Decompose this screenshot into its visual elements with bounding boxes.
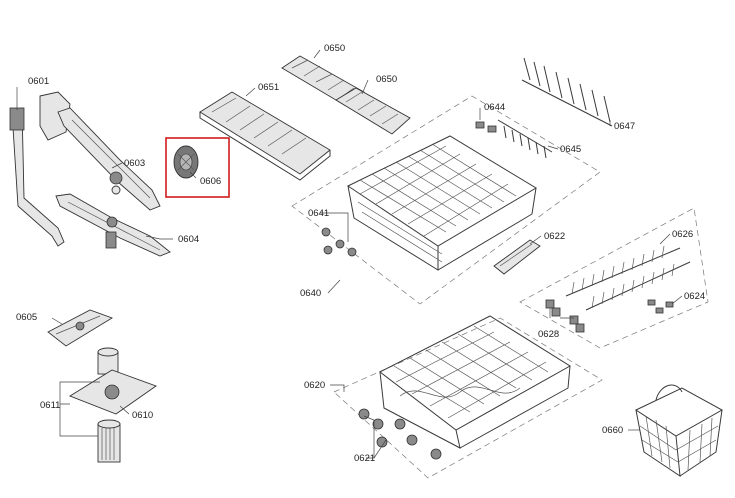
spray-arm-assembly[interactable] [9,91,171,257]
upper-rack-group-outline [291,95,601,305]
label-0604: 0604 [178,234,199,245]
label-0650-second: 0650 [376,74,397,85]
label-0606: 0606 [200,176,221,187]
label-0611: 0611 [40,400,60,411]
label-0622: 0622 [544,231,565,242]
lower-rack-basket[interactable] [379,315,571,449]
tine-row-part[interactable] [497,119,553,159]
label-0603: 0603 [124,158,145,169]
label-0624: 0624 [684,291,705,302]
label-0651: 0651 [258,82,279,93]
small-clips-part[interactable] [647,299,674,314]
clip-part[interactable] [475,121,497,133]
label-0605: 0605 [16,312,37,323]
label-0620: 0620 [304,380,325,391]
filter-disc-part[interactable] [173,145,199,179]
label-0621: 0621 [354,453,375,464]
handle-part[interactable] [493,239,541,275]
rack-insert-part-b[interactable] [335,87,411,135]
upper-rack-basket[interactable] [346,135,537,271]
label-0644: 0644 [484,102,505,113]
filter-assembly[interactable] [68,347,157,463]
spray-cover-part[interactable] [47,309,114,347]
cutlery-basket-part[interactable] [634,384,724,478]
highlight-box [165,137,230,198]
part-labels: 0601 0603 0604 0605 0606 0610 0611 0620 … [16,43,705,464]
lower-rack-group-outline [333,317,603,479]
label-0647: 0647 [614,121,635,132]
clips-part[interactable] [545,299,585,333]
label-0610: 0610 [132,410,153,421]
cutlery-tray-part[interactable] [199,91,331,181]
label-0650-top: 0650 [324,43,345,54]
rack-wheel-set-upper[interactable] [321,227,357,257]
label-0660: 0660 [602,425,623,436]
tines-group-outline [519,207,709,349]
rack-wheel-set-lower[interactable] [358,408,442,460]
label-0601: 0601 [28,76,49,87]
label-0640: 0640 [300,288,321,299]
tine-rows-part[interactable] [565,245,691,311]
label-0628: 0628 [538,329,559,340]
label-0641: 0641 [308,208,329,219]
label-0626: 0626 [672,229,693,240]
leader-lines [16,49,683,459]
hook-set-part[interactable] [521,57,613,127]
label-0645: 0645 [560,144,581,155]
